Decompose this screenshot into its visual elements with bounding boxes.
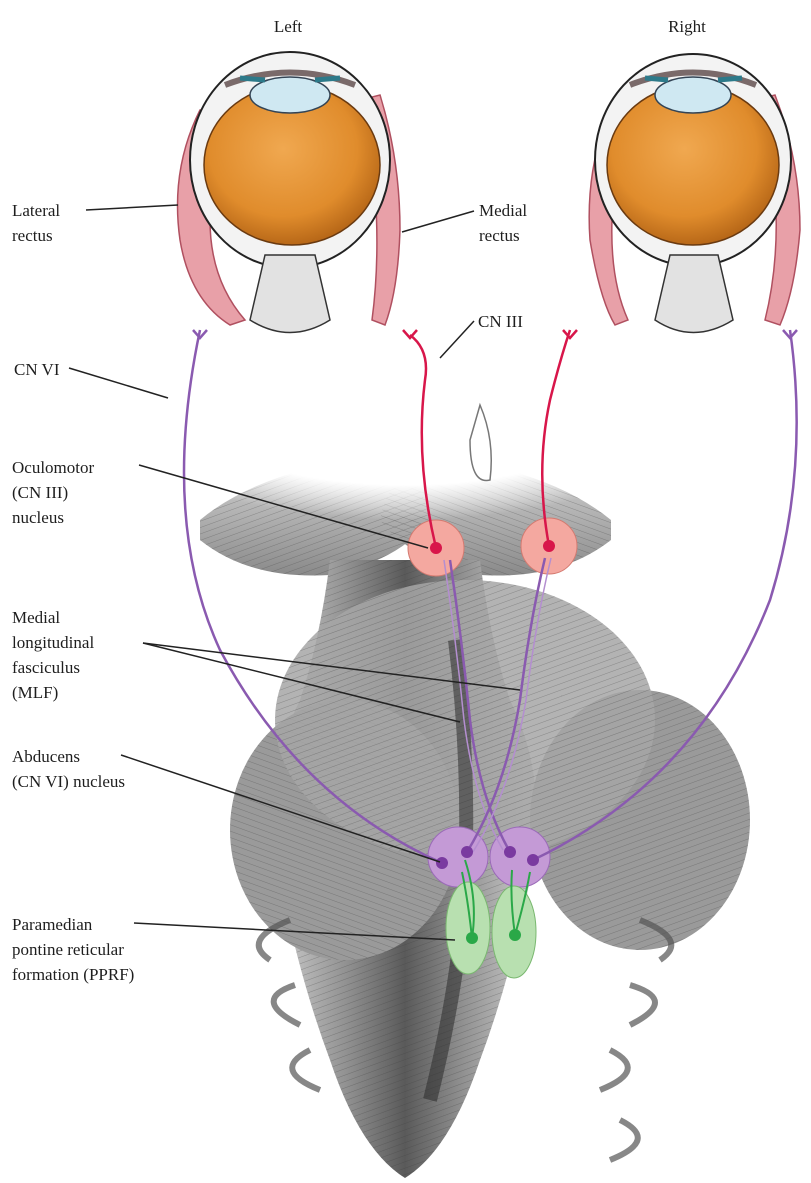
abducens-nucleus-label: Abducens (CN VI) nucleus	[12, 744, 125, 794]
pprf-label: Paramedian pontine reticular formation (…	[12, 912, 134, 987]
mlf-label: Medial longitudinal fasciculus (MLF)	[12, 605, 94, 705]
left-abducens-nucleus	[428, 827, 488, 887]
right-side-label: Right	[647, 14, 727, 39]
cn3-label: CN III	[478, 309, 523, 334]
brainstem	[75, 240, 750, 1178]
lateral-rectus-label: Lateral rectus	[12, 198, 60, 248]
medial-rectus-label: Medial rectus	[479, 198, 527, 248]
left-pprf	[446, 882, 490, 974]
oculomotor-nucleus-label: Oculomotor (CN III) nucleus	[12, 455, 94, 530]
cn6-label: CN VI	[14, 357, 60, 382]
left-side-label: Left	[248, 14, 328, 39]
